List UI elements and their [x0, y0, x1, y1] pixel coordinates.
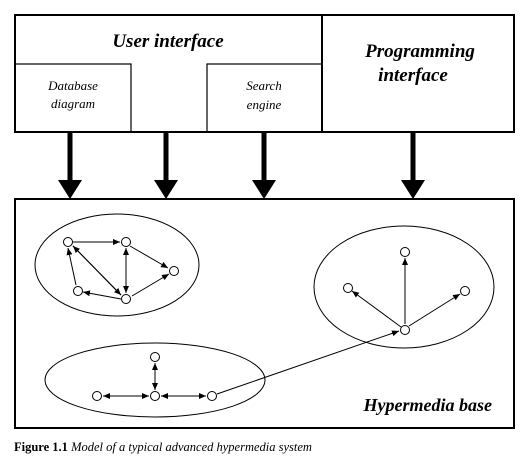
node	[343, 283, 353, 293]
node	[400, 247, 410, 257]
programming-interface-label-line1: Programming	[364, 41, 475, 62]
hypermedia-base: Hypermedia base	[14, 198, 515, 429]
node	[400, 325, 410, 335]
edge	[351, 290, 402, 328]
search-engine-label-line1: Search	[246, 78, 282, 93]
node	[460, 286, 470, 296]
database-diagram-box	[14, 63, 132, 133]
node-cluster-right	[313, 225, 495, 349]
figure-number: Figure 1.1	[14, 440, 68, 454]
node	[73, 286, 83, 296]
database-diagram-label-line1: Database	[47, 78, 98, 93]
edge	[72, 245, 122, 296]
edge	[66, 247, 77, 286]
hypermedia-base-label: Hypermedia base	[363, 395, 492, 415]
down-arrow-user-interface	[154, 132, 178, 199]
figure-caption: Figure 1.1 Model of a typical advanced h…	[14, 440, 312, 455]
search-engine-label-line2: engine	[247, 97, 282, 112]
cluster-ellipse-bottom	[44, 342, 266, 418]
cluster-ellipse-right	[313, 225, 495, 349]
node	[150, 352, 160, 362]
node	[92, 391, 102, 401]
down-arrow-programming	[401, 132, 425, 199]
cluster-ellipse-left	[34, 213, 200, 317]
node	[121, 237, 131, 247]
database-diagram-label-line2: diagram	[51, 96, 95, 111]
connection-arrows	[58, 132, 425, 199]
programming-interface-label-line2: interface	[378, 65, 448, 86]
node	[169, 266, 179, 276]
cross-cluster-link	[216, 330, 400, 395]
node	[121, 294, 131, 304]
down-arrow-search-engine	[252, 132, 276, 199]
node-cluster-left	[34, 213, 200, 317]
node	[63, 237, 73, 247]
edge	[131, 273, 170, 297]
edge	[408, 293, 461, 327]
hypermedia-base-frame	[14, 198, 515, 429]
top-block: User interface Database diagram Search e…	[14, 14, 515, 133]
node	[207, 391, 217, 401]
node	[150, 391, 160, 401]
edge	[129, 245, 169, 269]
user-interface-title: User interface	[112, 31, 224, 52]
down-arrow-database	[58, 132, 82, 199]
node-cluster-bottom	[44, 342, 266, 418]
figure-caption-text: Model of a typical advanced hypermedia s…	[71, 440, 312, 454]
edge	[82, 290, 122, 300]
